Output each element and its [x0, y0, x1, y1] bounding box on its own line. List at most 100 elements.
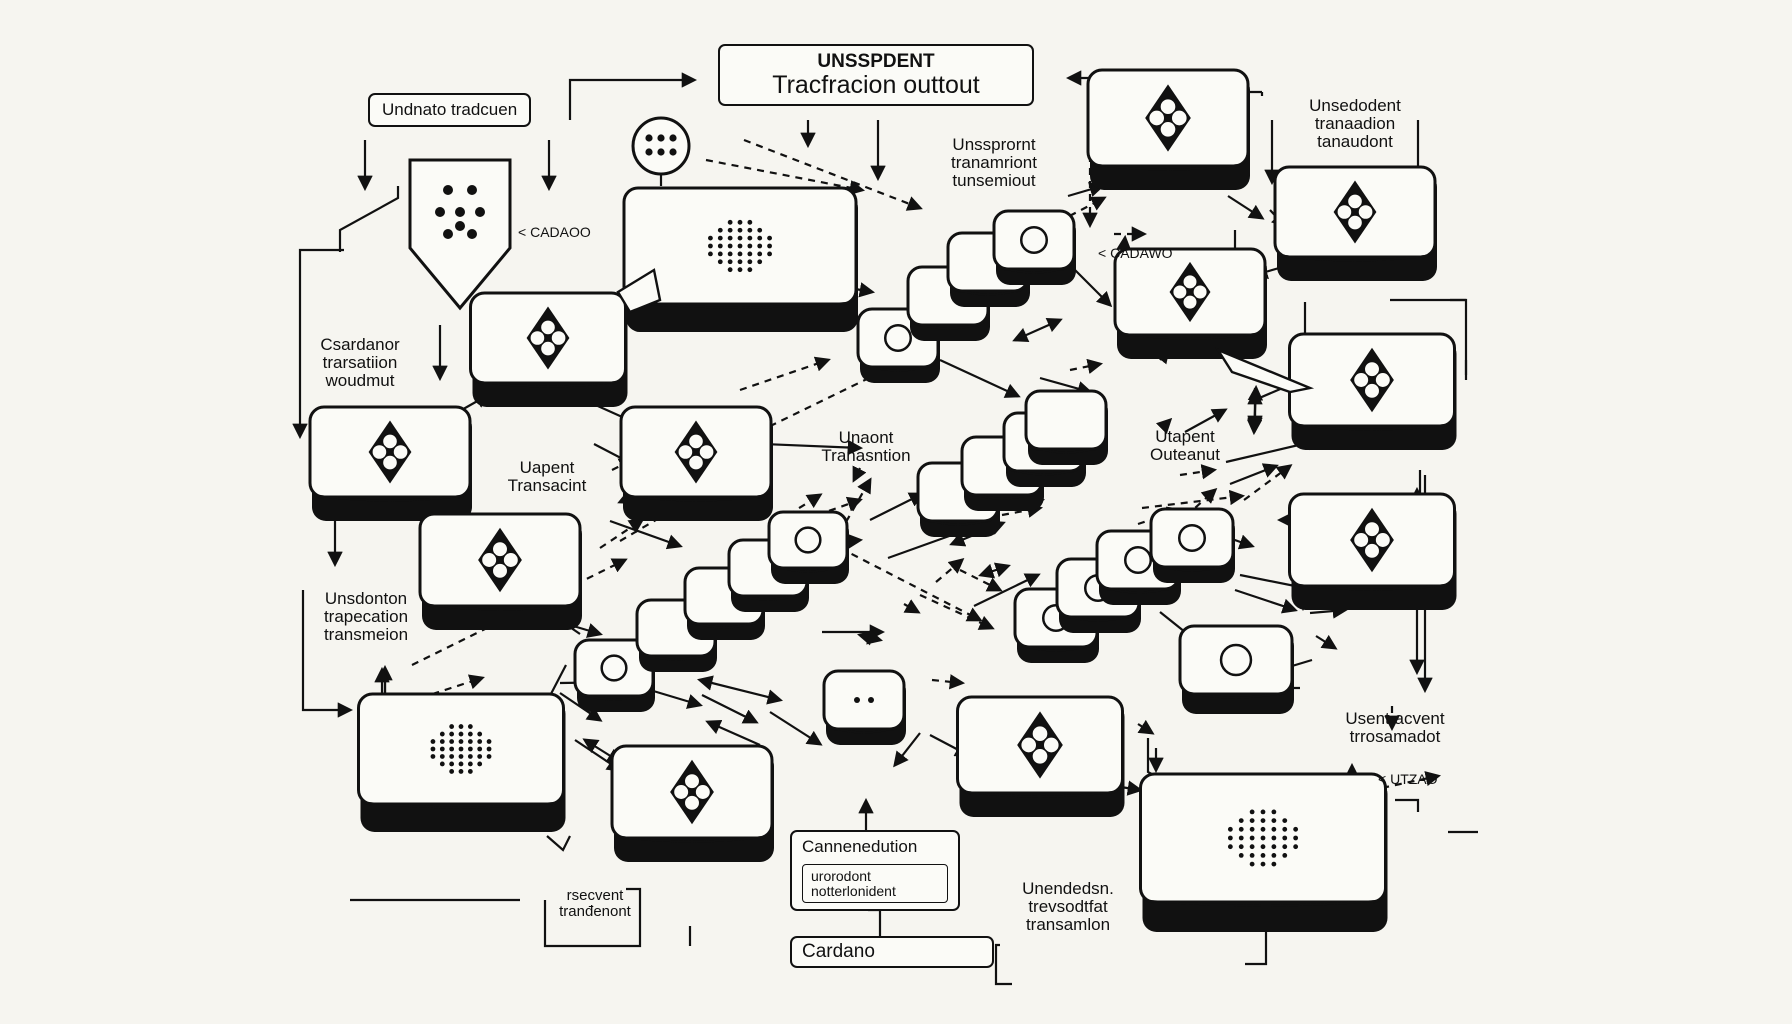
cardano-diamond-icon [674, 420, 718, 484]
connector-line [739, 356, 831, 392]
label-mid-top: Unssprornt tranamriont tunsemiout [930, 136, 1058, 190]
connector-line [939, 359, 1021, 398]
circle-icon [1123, 545, 1153, 575]
bidirectional-arrow [697, 675, 783, 705]
connector-line [1309, 603, 1349, 619]
circle-icon [600, 654, 628, 682]
connector-line [893, 732, 921, 768]
cardano-diamond-icon [1333, 180, 1377, 244]
connector-path [338, 186, 400, 252]
label-conn-box: Cannenedution urorodont notterlonident [790, 830, 960, 912]
connector-line [1057, 196, 1107, 223]
label-unaont-2: Tranasntion [821, 445, 911, 465]
label-bottom-left-1: rsecvent [566, 887, 624, 904]
circle-icon [794, 526, 822, 554]
connector-path [543, 887, 642, 948]
dot-icon [854, 697, 860, 703]
label-cadawo-text: CADAWO [1110, 245, 1173, 261]
label-left-low-2: trapecation [323, 606, 409, 626]
connector-line [757, 358, 909, 433]
connector-line [1234, 588, 1298, 614]
label-mid-top-3: tunsemiout [952, 170, 1036, 190]
label-top-right-2: tranaadion [1314, 113, 1396, 133]
cardano-diamond-icon [1350, 507, 1394, 573]
label-cadaoo-text: CADAOO [530, 224, 591, 240]
label-utapent-1: Utapent [1155, 427, 1215, 446]
label-uapent-2: Transacint [507, 475, 587, 495]
connector-line [705, 719, 761, 747]
label-top-right-1: Unsedodent [1309, 96, 1401, 115]
label-top-left-text: Undnato tradcuen [382, 100, 518, 119]
connector-line [935, 558, 965, 583]
node-right-2 [1288, 332, 1457, 450]
node-chain4-d [1149, 507, 1235, 583]
node-dots [822, 669, 906, 745]
connector-line [852, 465, 867, 483]
label-left-mid-1: Csardanor [320, 335, 400, 354]
node-grid-bottom-left [357, 692, 566, 832]
connector-line [419, 674, 485, 700]
node-right-3 [1288, 492, 1457, 610]
connector-line [701, 694, 759, 724]
label-left-low-1: Unsdonton [324, 589, 408, 608]
circle-icon [1219, 643, 1253, 677]
connector-path [1395, 798, 1420, 812]
label-bottom-left-2: tranđenont [559, 902, 631, 920]
connector-line [1243, 464, 1293, 501]
node-top-right-2 [1273, 165, 1437, 281]
connector-path [568, 72, 698, 120]
connector-line [609, 519, 683, 550]
label-cadaoo: < CADAOO [518, 224, 591, 240]
label-conn-1: urorodont [811, 867, 871, 884]
connector-line [599, 518, 645, 549]
connector-line [869, 492, 925, 521]
title-box: UNSSPDENT Tracfracion outtout [718, 44, 1034, 107]
node-left-2 [308, 405, 472, 521]
label-unaont: Unaont Tranasntion [808, 429, 924, 465]
title-line-2: Tracfracion outtout [772, 70, 980, 99]
circle-icon [1019, 225, 1049, 255]
connector-line [919, 594, 995, 630]
dot-grid-icon [708, 219, 772, 273]
node-right-mid [1113, 247, 1267, 359]
connector-line [1227, 195, 1265, 220]
flag-shape [616, 268, 662, 314]
node-top-right-1 [1086, 68, 1250, 190]
node-chain4-e [1178, 624, 1294, 714]
label-bottom-right-1: Unendedsn. [1022, 879, 1114, 898]
label-utzao-text: UTZAO [1390, 771, 1438, 787]
connector-line [1184, 408, 1228, 433]
bidirectional-arrow [978, 562, 1011, 579]
node-bottom-1 [610, 744, 774, 862]
connector-line [769, 711, 823, 746]
cardano-diamond-icon [670, 759, 714, 825]
cardano-diamond-icon [526, 306, 570, 370]
label-bottom-left: rsecvent tranđenont [535, 888, 655, 920]
connector-line [959, 569, 1003, 592]
connector-line [1179, 464, 1218, 480]
label-left-mid: Csardanor trarsatiion woudmut [300, 336, 420, 390]
node-chain3-a [573, 638, 655, 712]
label-conn-title: Cannenedution [802, 837, 918, 856]
label-left-low: Unsdonton trapecation transmeion [306, 590, 426, 644]
cardano-diamond-icon [1169, 261, 1211, 323]
label-unaont-1: Unaont [838, 428, 894, 447]
connector-line [705, 158, 866, 196]
node-grid-top [622, 186, 858, 332]
flag-shape [1214, 347, 1315, 394]
label-mid-top-2: tranamriont [951, 152, 1037, 172]
label-left-mid-2: trarsatiion [322, 352, 398, 372]
connector-line [1137, 719, 1155, 735]
cardano-diamond-icon [368, 420, 412, 484]
title-line-1: UNSSPDENT [817, 51, 935, 72]
connector-line [1069, 264, 1113, 308]
connector-line [931, 674, 966, 690]
label-cardano-text: Cardano [802, 941, 875, 962]
node-grid-bottom-right [1139, 772, 1388, 932]
label-mid-top-1: Unssprornt [952, 135, 1036, 154]
connector-line [903, 599, 921, 614]
node-left-1 [469, 291, 628, 407]
label-conn-inner: urorodont notterlonident [802, 863, 948, 904]
node-chain2-d [1024, 389, 1108, 465]
bidirectional-arrow [1012, 317, 1063, 343]
